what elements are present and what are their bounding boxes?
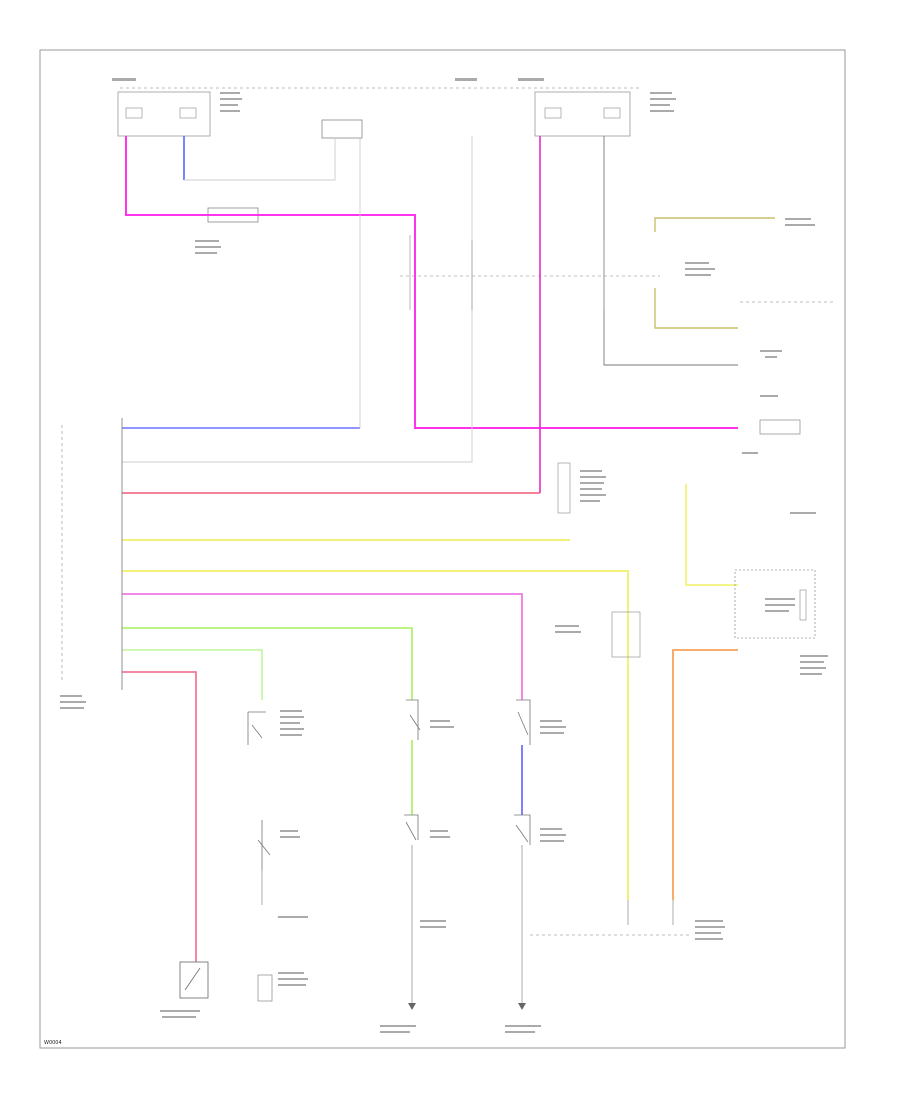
wire-gray-2 (184, 138, 336, 181)
wire-olive-bottom (654, 288, 738, 329)
wire-yellow-right (685, 484, 738, 586)
wire-green-1 (122, 627, 413, 700)
frame-code: W0004 (44, 1040, 62, 1046)
fuse-left-1 (125, 107, 143, 119)
switch-buckle-left (257, 820, 271, 870)
wire-orange (672, 649, 738, 900)
fuse-box-right (534, 91, 631, 137)
fuse-left-2 (179, 107, 197, 119)
wire-red-vertical (122, 671, 197, 962)
switch-center-1 (406, 699, 421, 740)
wire-light-green (122, 649, 263, 700)
relay-inner-coil (799, 589, 807, 621)
diagram-frame (39, 49, 846, 1049)
switch-right-1 (516, 699, 531, 745)
ground-symbol-center (408, 1003, 416, 1010)
switch-right-2 (514, 814, 531, 845)
junction-box-top (321, 119, 363, 139)
sensor-box-right-top (759, 419, 801, 435)
wire-pink-main (125, 136, 738, 429)
wire-black-right (603, 136, 738, 366)
wire-olive-top (654, 217, 775, 232)
wire-yellow-2 (122, 570, 629, 900)
seat-control-box (611, 611, 641, 658)
wire-magenta-seatbelt (122, 593, 523, 700)
label-marks (60, 78, 828, 1033)
switch-center-2 (404, 814, 419, 841)
bottom-small-box (257, 974, 273, 1002)
wire-gray-3 (122, 136, 473, 463)
fuse-right-2 (603, 107, 621, 119)
fuse-right-1 (544, 107, 562, 119)
buckle-sensor-box (557, 462, 571, 514)
relay-box-right (734, 569, 816, 639)
switch-seatbelt-left (247, 711, 266, 745)
fuse-box-left (117, 91, 211, 137)
switch-bottom-left-box (179, 961, 209, 999)
switch-bottom-left-contact (184, 967, 201, 991)
ground-symbol-right (518, 1003, 526, 1010)
